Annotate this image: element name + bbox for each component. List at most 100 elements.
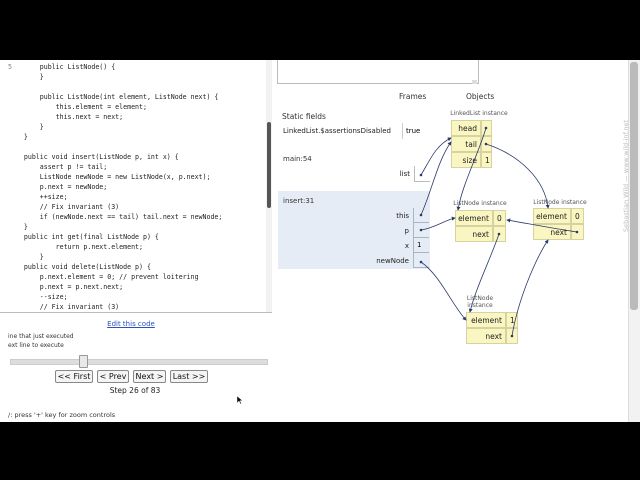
code-line: public int get(final ListNode p) {: [8, 232, 266, 242]
code-line-text: p.next.element = 0; // prevent loitering: [8, 273, 199, 281]
code-line-number: 5: [8, 63, 12, 71]
code-line-text: if (newNode.next == tail) tail.next = ne…: [8, 213, 223, 221]
code-line-text: public ListNode(int element, ListNode ne…: [8, 93, 219, 101]
viewport: 5 public ListNode() { } public ListNode(…: [0, 60, 640, 422]
frames-header: Frames: [399, 92, 427, 101]
linkedlist-size-key: size: [451, 152, 481, 168]
edit-code-link[interactable]: Edit this code: [107, 320, 155, 328]
frame-slot-this: [413, 208, 429, 223]
code-line: p.next.element = 0; // prevent loitering: [8, 272, 266, 282]
linkedlist-size-value: 1: [481, 152, 492, 168]
frame-slot-x: 1: [413, 238, 429, 253]
code-line-text: // Fix invariant (3): [8, 303, 120, 311]
node-c-label-line2: instance: [467, 302, 493, 309]
step-counter: Step 26 of 83: [109, 386, 161, 395]
linkedlist-tail-slot: [481, 136, 492, 152]
code-line: // Fix invariant (3): [8, 302, 266, 312]
code-line: ListNode newNode = new ListNode(x, p.nex…: [8, 172, 266, 182]
code-line-text: // Fix invariant (3): [8, 203, 120, 211]
frame-main: [278, 148, 430, 185]
code-line: this.element = element;: [8, 102, 266, 112]
frame-main-title: main:54: [283, 155, 312, 163]
stdin-textarea[interactable]: [277, 60, 479, 84]
frame-insert-title: insert:31: [283, 197, 315, 205]
node-a-next-key: next: [455, 226, 493, 242]
watermark-credit: Sebastian Wild — www.wild-inf.net: [622, 119, 630, 232]
code-line: [8, 142, 266, 152]
code-line-text: this.next = next;: [8, 113, 124, 121]
code-line: 5 public ListNode() {: [8, 62, 266, 72]
frame-slot-p: [413, 223, 429, 238]
static-field-name: LinkedList.$assertionsDisabled: [283, 127, 391, 135]
code-line-text: }: [8, 123, 44, 131]
node-b-element-value: 0: [571, 208, 584, 224]
next-button[interactable]: Next >: [133, 370, 166, 383]
static-field-value: true: [402, 123, 430, 139]
node-c-label-line1: ListNode: [466, 295, 494, 302]
frame-slot-newnode: [413, 253, 429, 268]
textarea-resize-handle[interactable]: [472, 80, 477, 84]
first-button[interactable]: << First: [55, 370, 93, 383]
code-line: }: [8, 222, 266, 232]
node-c-element-value: 1: [506, 312, 518, 328]
code-line-text: p.next = newNode;: [8, 183, 108, 191]
objects-header: Objects: [466, 92, 495, 101]
code-line: }: [8, 122, 266, 132]
frame-var-x: x: [404, 242, 409, 250]
code-line: assert p != tail;: [8, 162, 266, 172]
code-line: [8, 82, 266, 92]
code-line: }: [8, 72, 266, 82]
linkedlist-label: LinkedList instance: [450, 110, 508, 117]
last-button[interactable]: Last >>: [170, 370, 208, 383]
linkedlist-tail-key: tail: [451, 136, 481, 152]
code-line: }: [8, 252, 266, 262]
prev-button[interactable]: < Prev: [97, 370, 129, 383]
node-c-next-slot: [506, 328, 518, 344]
page-scrollbar-thumb[interactable]: [630, 62, 638, 310]
linkedlist-head-slot: [481, 120, 492, 136]
zoom-hint: /: press '+' key for zoom controls: [8, 411, 116, 419]
code-line: --size;: [8, 292, 266, 302]
code-line-text: }: [8, 133, 28, 141]
code-line-text: }: [8, 223, 28, 231]
node-a-element-value: 0: [493, 210, 506, 226]
node-a-label: ListNode instance: [453, 200, 507, 207]
frame-var-newnode: newNode: [376, 257, 409, 265]
node-c-next-key: next: [466, 328, 506, 344]
legend-just-executed: ine that just executed: [8, 333, 74, 340]
code-line: public ListNode(int element, ListNode ne…: [8, 92, 266, 102]
code-scrollbar-thumb[interactable]: [267, 122, 271, 208]
code-line: // Fix invariant (3): [8, 202, 266, 212]
code-line: public void insert(ListNode p, int x) {: [8, 152, 266, 162]
code-line-text: public void delete(ListNode p) {: [8, 263, 151, 271]
node-a-next-slot: [493, 226, 506, 242]
watermark-date: Summer 2026: [630, 263, 638, 310]
code-line-text: }: [8, 253, 44, 261]
code-line-text: ListNode newNode = new ListNode(x, p.nex…: [8, 173, 211, 181]
step-slider-handle[interactable]: [79, 355, 89, 368]
code-divider: [0, 312, 272, 313]
code-line-text: ++size;: [8, 193, 68, 201]
code-line-text: this.element = element;: [8, 103, 147, 111]
node-b-label: ListNode instance: [533, 199, 587, 206]
frame-var-p: p: [404, 227, 409, 235]
mouse-cursor-icon: [237, 396, 243, 404]
code-line: public void delete(ListNode p) {: [8, 262, 266, 272]
code-line: }: [8, 132, 266, 142]
node-b-element-key: element: [533, 208, 571, 224]
code-line-text: public ListNode() {: [8, 63, 116, 71]
code-line-text: }: [8, 73, 44, 81]
code-line-text: --size;: [8, 293, 68, 301]
frame-var-this: this: [396, 212, 409, 220]
node-b-next-key: next: [533, 224, 571, 240]
linkedlist-head-key: head: [451, 120, 481, 136]
node-c-element-key: element: [466, 312, 506, 328]
code-line: p.next = newNode;: [8, 182, 266, 192]
code-line-text: p.next = p.next.next;: [8, 283, 124, 291]
code-line: if (newNode.next == tail) tail.next = ne…: [8, 212, 266, 222]
node-b-next-slot: [571, 224, 584, 240]
step-slider[interactable]: [10, 359, 268, 365]
static-fields-title: Static fields: [282, 112, 326, 121]
node-a-element-key: element: [455, 210, 493, 226]
code-line-text: return p.next.element;: [8, 243, 143, 251]
